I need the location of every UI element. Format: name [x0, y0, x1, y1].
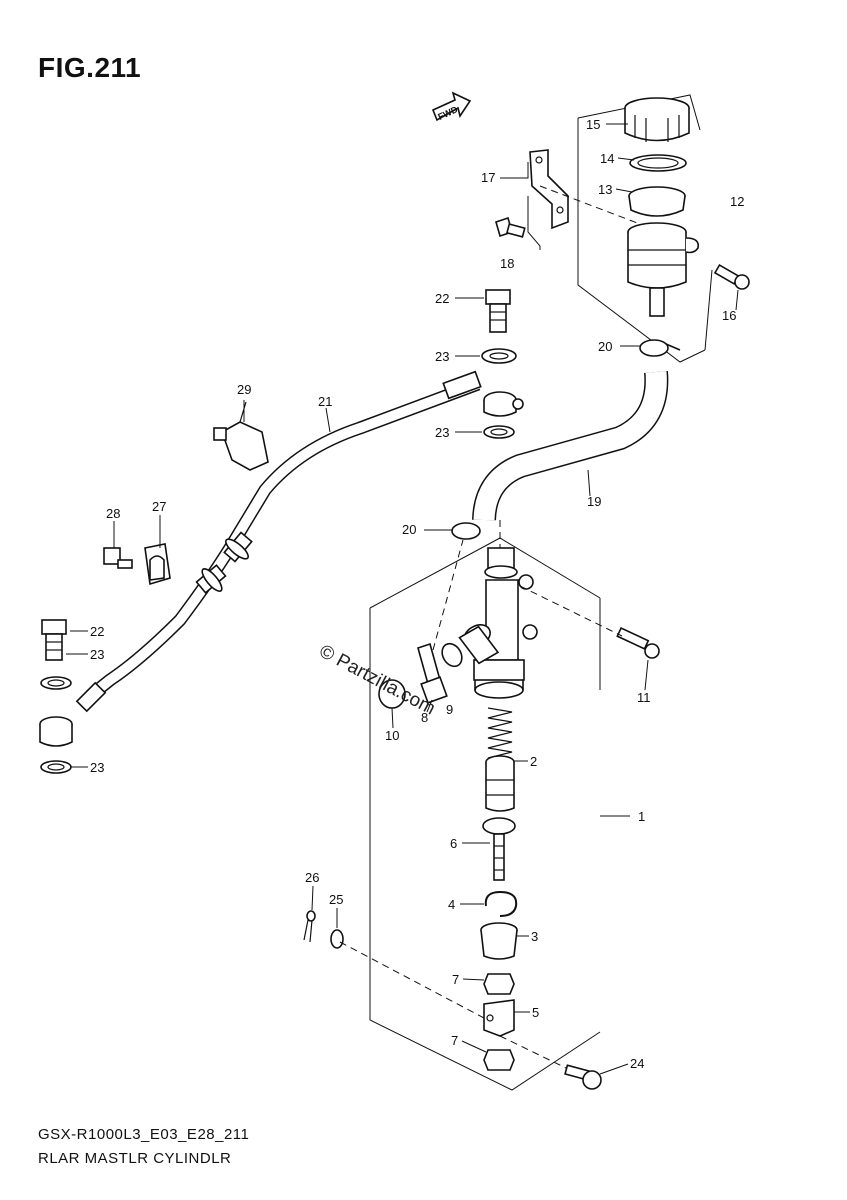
callout-14: 14	[600, 151, 614, 166]
reservoir-assembly-outline	[577, 118, 706, 363]
callout-25: 25	[329, 892, 343, 907]
clevis-washer[interactable]	[330, 929, 344, 949]
callout-23-lower: 23	[90, 647, 104, 662]
callout-28: 28	[106, 506, 120, 521]
master-cylinder-outline	[369, 608, 601, 1091]
callout-26: 26	[305, 870, 319, 885]
callout-23-bottom: 23	[90, 760, 104, 775]
callout-24: 24	[630, 1056, 644, 1071]
callout-21: 21	[318, 394, 332, 409]
callout-13: 13	[598, 182, 612, 197]
push-rod[interactable]	[482, 817, 516, 881]
callout-29: 29	[237, 382, 251, 397]
callout-5: 5	[532, 1005, 539, 1020]
piston[interactable]	[485, 755, 515, 812]
lock-nut-lower[interactable]	[483, 1049, 515, 1071]
hose-clip-upper[interactable]	[639, 339, 681, 357]
callout-27: 27	[152, 499, 166, 514]
callout-3: 3	[531, 929, 538, 944]
reservoir-cap[interactable]	[624, 97, 690, 142]
forward-arrow-icon: FWD	[431, 91, 472, 122]
sealing-washer-lower[interactable]	[40, 676, 72, 690]
callout-18: 18	[500, 256, 514, 271]
reservoir-diaphragm[interactable]	[628, 186, 686, 217]
circlip[interactable]	[484, 890, 518, 917]
master-cylinder-body[interactable]	[473, 547, 538, 699]
callout-7-lower: 7	[451, 1033, 458, 1048]
piston-spring[interactable]	[487, 707, 513, 759]
sealing-washer-mid[interactable]	[483, 425, 515, 439]
callout-6: 6	[450, 836, 457, 851]
cotter-pin[interactable]	[303, 910, 316, 943]
clamp-bolt[interactable]	[103, 547, 133, 569]
hose-clamp-bracket[interactable]	[144, 543, 171, 586]
reservoir-connector[interactable]	[458, 620, 500, 665]
callout-20-lower: 20	[402, 522, 416, 537]
lock-nut-upper[interactable]	[483, 973, 515, 995]
callout-16: 16	[722, 308, 736, 323]
hose-clamp[interactable]	[213, 401, 269, 471]
callout-1: 1	[638, 809, 645, 824]
sealing-washer-bottom[interactable]	[40, 760, 72, 774]
clevis-joint[interactable]	[483, 999, 515, 1037]
hose-clip-lower[interactable]	[451, 522, 481, 540]
dust-boot[interactable]	[480, 922, 518, 960]
reservoir-bolt[interactable]	[713, 263, 750, 290]
section-name: RLAR MASTLR CYLINDLR	[38, 1150, 232, 1167]
model-code: GSX-R1000L3_E03_E28_211	[38, 1126, 250, 1143]
reservoir-hose[interactable]	[472, 371, 669, 521]
callout-20-upper: 20	[598, 339, 612, 354]
callout-15: 15	[586, 117, 600, 132]
figure-title: FIG.211	[38, 52, 142, 83]
callout-7-upper: 7	[452, 972, 459, 987]
reservoir-tank[interactable]	[627, 222, 700, 317]
hose-fitting-upper[interactable]	[483, 391, 524, 417]
callout-10: 10	[385, 728, 399, 743]
sealing-washer-upper[interactable]	[481, 348, 517, 364]
connector-o-ring[interactable]	[438, 640, 466, 670]
callout-11: 11	[637, 690, 651, 705]
callout-23-mid: 23	[435, 425, 449, 440]
callout-2: 2	[530, 754, 537, 769]
callout-12: 12	[730, 194, 744, 209]
bracket-bolt[interactable]	[495, 216, 526, 238]
clevis-pin[interactable]	[564, 1064, 602, 1090]
callout-8: 8	[421, 710, 428, 725]
callout-22-lower: 22	[90, 624, 104, 639]
mounting-bolt[interactable]	[616, 626, 660, 659]
union-bolt-upper[interactable]	[485, 289, 511, 333]
callout-4: 4	[448, 897, 455, 912]
hose-elbow[interactable]	[417, 642, 448, 704]
reservoir-plate[interactable]	[629, 154, 687, 172]
callout-22-upper: 22	[435, 291, 449, 306]
callout-19: 19	[587, 494, 601, 509]
hose-fitting-lower[interactable]	[39, 716, 73, 747]
union-bolt-lower[interactable]	[41, 619, 67, 661]
callout-17: 17	[481, 170, 495, 185]
reservoir-bracket[interactable]	[529, 149, 569, 230]
callout-9: 9	[446, 702, 453, 717]
brake-hose[interactable]	[75, 370, 482, 713]
callout-23-upper: 23	[435, 349, 449, 364]
